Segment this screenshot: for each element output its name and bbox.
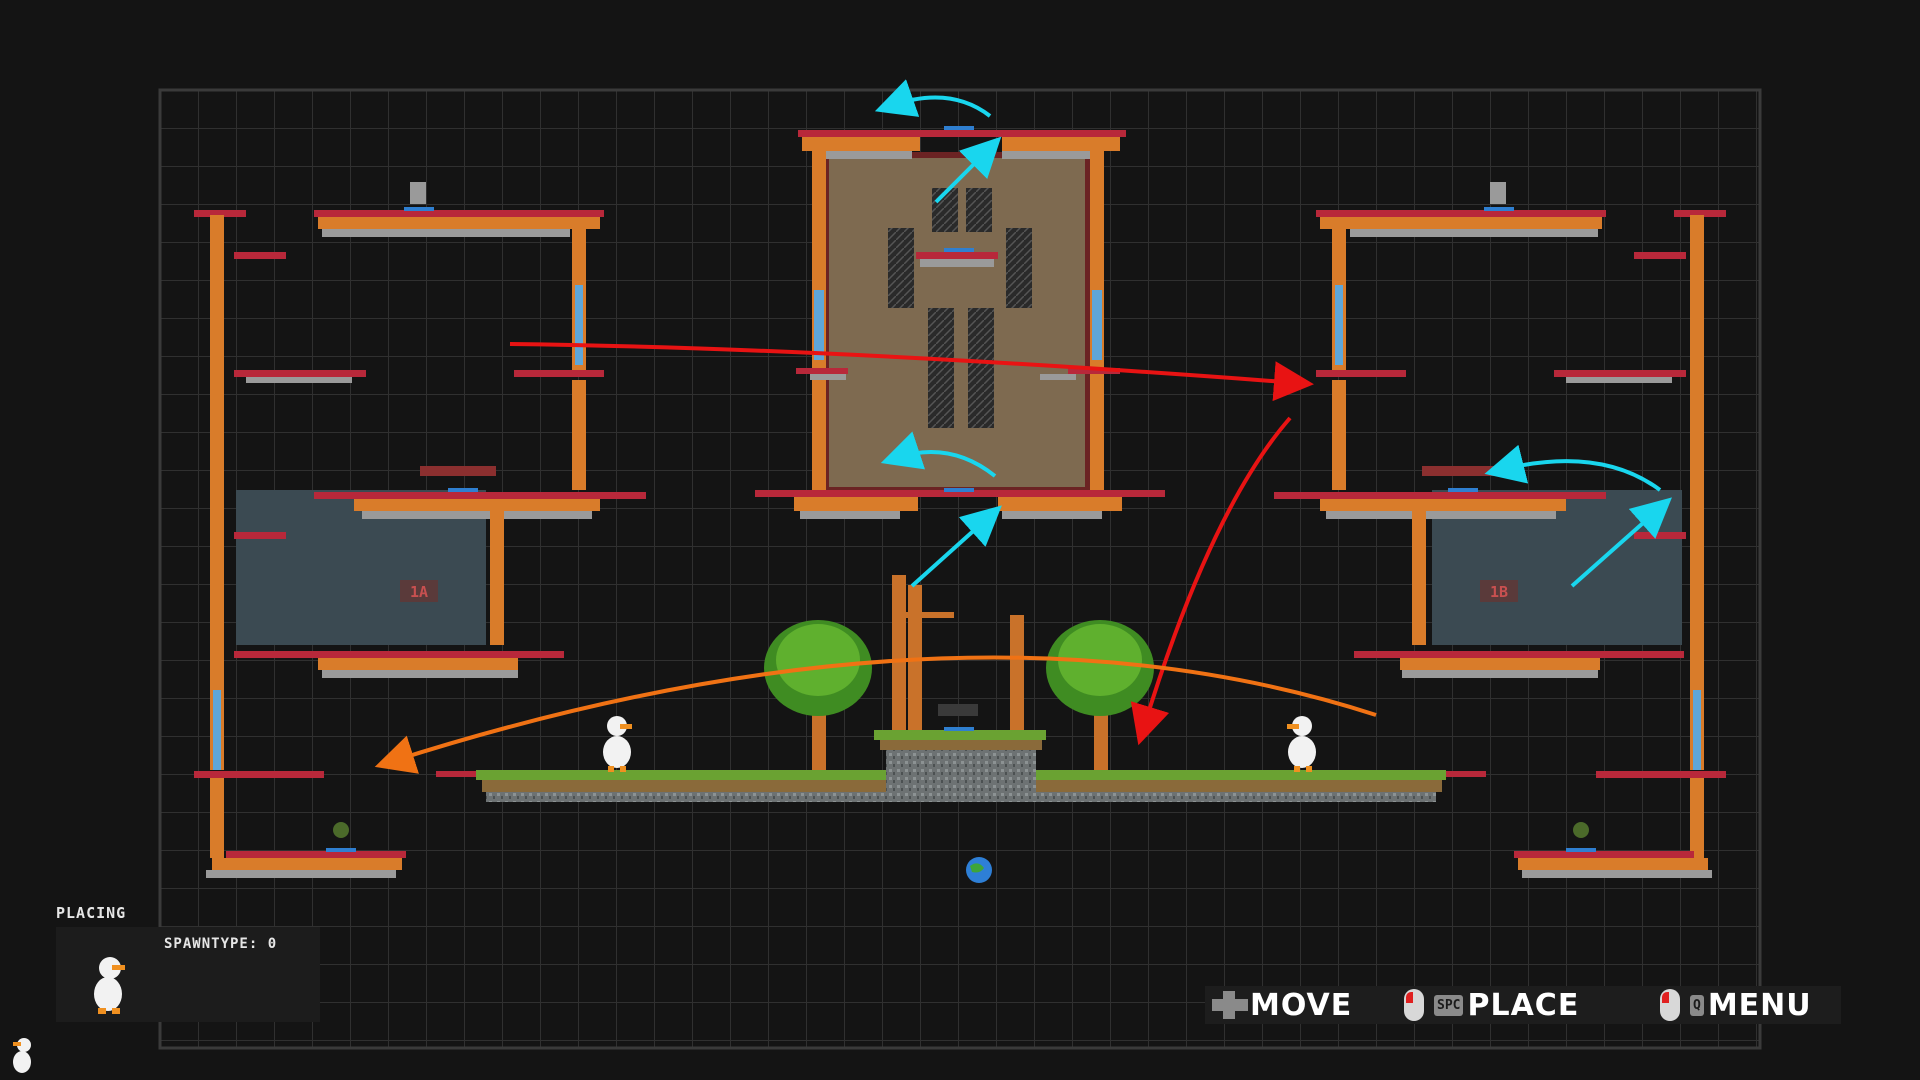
duck-player-right[interactable]: [1287, 716, 1316, 772]
room-label-right: 1B: [1490, 583, 1508, 601]
room-label-plate-right: [1480, 580, 1518, 602]
room-label-plate-left: [400, 580, 438, 602]
movement-arrows-orange: [374, 655, 1377, 774]
room-label-left: 1A: [410, 583, 428, 601]
menu-label: MENU: [1707, 987, 1812, 1023]
controls-hud-bar: [1205, 986, 1841, 1024]
duck-cursor-icon: [13, 1038, 31, 1073]
mouse-right-icon: [1660, 989, 1680, 1021]
item-spawners[interactable]: [326, 126, 1596, 883]
dpad-icon: [1212, 991, 1248, 1019]
movement-arrows-cyan: [874, 79, 1672, 588]
hud-menu: Q MENU: [1660, 987, 1812, 1023]
placing-duck-icon: [94, 957, 125, 1014]
spawn-type-label: SPAWNTYPE: 0: [164, 936, 278, 952]
hud-move: MOVE: [1210, 987, 1352, 1023]
tree-trunks: [812, 575, 1108, 770]
ground-platform: [436, 730, 1486, 802]
menu-key: Q: [1690, 994, 1704, 1016]
duck-player-left[interactable]: [603, 716, 632, 772]
move-label: MOVE: [1250, 987, 1353, 1023]
place-label: PLACE: [1467, 987, 1580, 1023]
place-key: SPC: [1434, 994, 1464, 1016]
placing-title: PLACING: [56, 904, 127, 922]
left-building: [194, 210, 646, 878]
hud-place: SPC PLACE: [1404, 987, 1579, 1023]
center-tower: [755, 130, 1165, 519]
mouse-left-icon: [1404, 989, 1424, 1021]
movement-arrows-red: [509, 342, 1314, 746]
tree-foliage: [764, 620, 1154, 716]
